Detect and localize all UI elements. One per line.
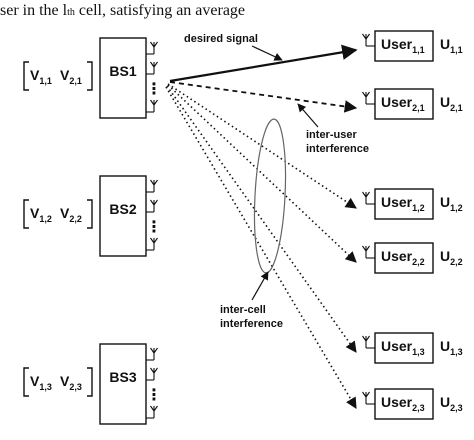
antenna-icon [150,367,158,380]
user-label: User1,1 [381,36,425,55]
receiver-label: U2,2 [440,248,463,267]
inter-cell-link-user-2-2 [167,84,357,263]
user-box [374,30,434,62]
user-label: User2,3 [381,394,425,413]
antenna-icon [362,391,370,404]
user-label: User1,3 [381,338,425,357]
desired-signal-link [169,44,358,83]
receiver-label: U1,3 [440,338,463,357]
header-text: ser in the lth cell, satisfying an avera… [0,2,245,19]
receiver-label: U2,1 [440,94,463,113]
user-node-1-1: User1,1 U1,1 [362,30,463,62]
base-station-box [99,175,147,257]
antenna-ellipsis: ⋮ [146,217,162,236]
precoder-v2: V2,3 [60,373,82,392]
base-station-box [99,37,147,119]
inter-cell-pointer [251,271,269,301]
user-box [374,242,434,274]
user-node-1-3: User1,3 U1,3 [362,332,463,364]
inter-user-label-line1: inter-user [306,129,357,141]
precoder-v1: V1,1 [30,67,52,86]
inter-cell-link-user-1-3 [166,85,357,353]
precoder-bracket [23,199,93,229]
receiver-label: U1,1 [440,36,463,55]
receiver-label: U2,3 [440,394,463,413]
antenna-icon [150,237,158,250]
antenna-ellipsis: ⋮ [146,385,162,404]
inter-cell-link-user-1-2 [167,83,357,209]
inter-cell-label-line1: inter-cell [220,304,266,316]
base-station-box [99,343,147,425]
receiver-label: U1,2 [440,194,463,213]
antenna-icon [150,199,158,212]
inter-cell-label-line2: interference [220,318,283,330]
user-label: User2,2 [381,248,425,267]
user-box [374,188,434,220]
precoder-v2: V2,1 [60,67,82,86]
user-box [374,88,434,120]
inter-user-pointer [297,103,319,128]
user-node-2-1: User2,1 U2,1 [362,88,463,120]
antenna-icon [362,245,370,258]
precoder-v2: V2,2 [60,205,82,224]
antenna-icon [362,335,370,348]
precoder-bracket [23,61,93,91]
user-node-1-2: User1,2 U1,2 [362,188,463,220]
antenna-icon [150,405,158,418]
user-node-2-2: User2,2 U2,2 [362,242,463,274]
antenna-icon [150,347,158,360]
user-label: User1,2 [381,194,425,213]
precoder-bracket [23,367,93,397]
antenna-icon [150,41,158,54]
base-station-3: BS3 ⋮ V1,3 V2,3 [23,343,162,425]
inter-user-label-line2: interference [306,143,369,155]
user-box [374,388,434,420]
antenna-icon [362,191,370,204]
antenna-icon [150,179,158,192]
precoder-v1: V1,3 [30,373,52,392]
base-station-label: BS1 [109,63,136,79]
base-station-label: BS2 [109,201,136,217]
inter-cell-link-user-2-3 [165,86,357,409]
inter-cell-interference-ellipse [253,118,287,274]
user-box [374,332,434,364]
desired-signal-label: desired signal [184,33,258,45]
antenna-icon [362,91,370,104]
antenna-icon [362,33,370,46]
base-station-label: BS3 [109,369,136,385]
desired-signal-pointer [251,45,283,61]
antenna-icon [150,61,158,74]
inter-user-interference-link [169,81,358,113]
antenna-icon [150,99,158,112]
base-station-1: BS1 ⋮ V1,1 V2,1 [23,37,162,119]
base-station-2: BS2 ⋮ V1,2 V2,2 [23,175,162,257]
precoder-v1: V1,2 [30,205,52,224]
user-node-2-3: User2,3 U2,3 [362,388,463,420]
antenna-ellipsis: ⋮ [146,79,162,98]
user-label: User2,1 [381,94,425,113]
